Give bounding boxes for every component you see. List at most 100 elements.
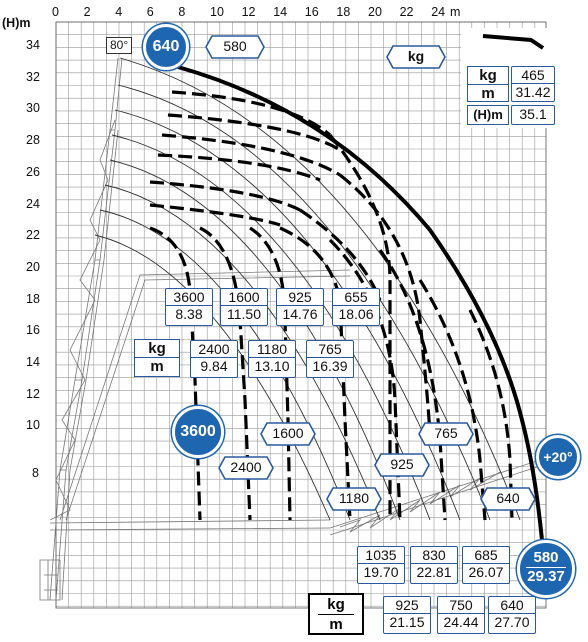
- top-load-value: 580: [223, 38, 247, 54]
- dashed-curves-upper: [149, 90, 432, 520]
- y-tick-label: 18: [26, 291, 40, 306]
- curve-load-hex: 765: [418, 422, 474, 446]
- curve-load-value: 2400: [230, 459, 262, 475]
- load-kg: 925: [277, 289, 323, 306]
- x-tick-label: 4: [115, 5, 123, 19]
- y-tick-label: 8: [32, 466, 39, 480]
- y-axis-unit: (H)m: [2, 16, 31, 30]
- inner-m-label: m: [150, 358, 164, 375]
- y-tick-label: 32: [26, 69, 40, 84]
- y-tick-label: 20: [26, 259, 40, 274]
- info-unit-box: kg m: [467, 66, 509, 102]
- crane-boom: [39, 57, 541, 601]
- load-m: 18.06: [338, 306, 374, 322]
- load-kg: 1035: [358, 547, 404, 564]
- bottom-unit-box: kg m: [308, 593, 364, 635]
- curve-load-value: 640: [496, 490, 520, 506]
- load-m: 14.76: [282, 306, 318, 322]
- x-tick-label: 10: [210, 5, 224, 19]
- x-tick-label: 12: [241, 5, 256, 19]
- info-h-value: 35.1: [511, 105, 555, 125]
- load-kg: 925: [384, 597, 430, 614]
- inner-kg-label: kg: [135, 340, 179, 358]
- load-m: 22.81: [416, 564, 452, 580]
- load-m: 13.10: [254, 358, 290, 374]
- y-tick-label: 30: [26, 101, 40, 116]
- kg-unit-hex: kg: [386, 45, 446, 69]
- load-m: 9.84: [200, 358, 228, 374]
- x-tick-label: 20: [368, 5, 382, 19]
- x-axis-unit: m: [450, 5, 461, 19]
- load-m: 26.07: [468, 564, 504, 580]
- plus20-angle-circle: +20°: [536, 435, 580, 479]
- y-tick-label: 16: [26, 323, 40, 338]
- load-kg: 1180: [249, 341, 295, 358]
- info-kg-label: kg: [468, 67, 508, 85]
- load-m: 24.44: [443, 614, 479, 630]
- x-tick-label: 0: [52, 5, 59, 19]
- load-m: 19.70: [363, 564, 399, 580]
- curve-load-hex: 925: [374, 453, 430, 477]
- y-tick-label: 12: [26, 386, 40, 401]
- x-tick-label: 2: [83, 5, 91, 19]
- y-tick-label: 24: [26, 196, 40, 211]
- load-kg: 640: [489, 597, 535, 614]
- chart-frame: [55, 21, 547, 609]
- x-tick-label: 14: [273, 5, 288, 19]
- load-m: 16.39: [312, 358, 348, 374]
- y-tick-label: 28: [26, 133, 40, 148]
- info-h-label: (H)m: [467, 105, 509, 125]
- y-tick-label: 10: [26, 418, 40, 433]
- load-kg: 750: [438, 597, 484, 614]
- top-load-hex: 580: [205, 35, 265, 59]
- curve-load-value: 925: [390, 456, 414, 472]
- load-kg: 3600: [166, 289, 212, 306]
- curve-load-hex: 1180: [326, 487, 382, 511]
- load-kg: 830: [411, 547, 457, 564]
- x-tick-label: 16: [304, 5, 319, 19]
- y-tick-label: 34: [26, 38, 40, 52]
- x-tick-label: 22: [399, 5, 414, 19]
- inner-unit-box: kg m: [134, 339, 180, 377]
- load-3600-circle: 3600: [172, 406, 224, 458]
- load-kg: 655: [333, 289, 379, 306]
- load-m: 8.38: [175, 306, 203, 322]
- info-kg-value: 465: [512, 67, 554, 84]
- info-table: kg m 465 31.42 (H)m 35.1: [461, 28, 558, 128]
- x-tick-label: 24: [431, 5, 446, 19]
- load-kg: 2400: [191, 341, 237, 358]
- info-value-box: 465 31.42: [511, 66, 555, 102]
- max-reach-m: 29.37: [527, 568, 565, 585]
- curve-load-value: 1180: [338, 490, 370, 506]
- load-m: 11.50: [227, 306, 261, 322]
- y-tick-label: 26: [26, 164, 40, 179]
- kg-unit-label: kg: [407, 48, 425, 64]
- curve-load-hex: 640: [480, 487, 536, 511]
- curve-load-value: 1600: [272, 425, 304, 441]
- load-m: 21.15: [389, 614, 425, 630]
- load-m: 27.70: [494, 614, 530, 630]
- load-kg: 1600: [221, 289, 267, 306]
- max-reach-load-circle: 580 29.37: [517, 540, 575, 598]
- curve-load-value: 765: [434, 425, 458, 441]
- y-tick-label: 14: [26, 355, 40, 369]
- bottom-kg-label: kg: [318, 595, 354, 615]
- curve-load-hex: 2400: [218, 456, 274, 480]
- info-m-value: 31.42: [515, 84, 551, 100]
- bottom-m-label: m: [329, 616, 343, 633]
- x-tick-label: 8: [178, 5, 186, 19]
- curve-load-hex: 1600: [260, 422, 316, 446]
- angle-label: 80°: [106, 37, 133, 54]
